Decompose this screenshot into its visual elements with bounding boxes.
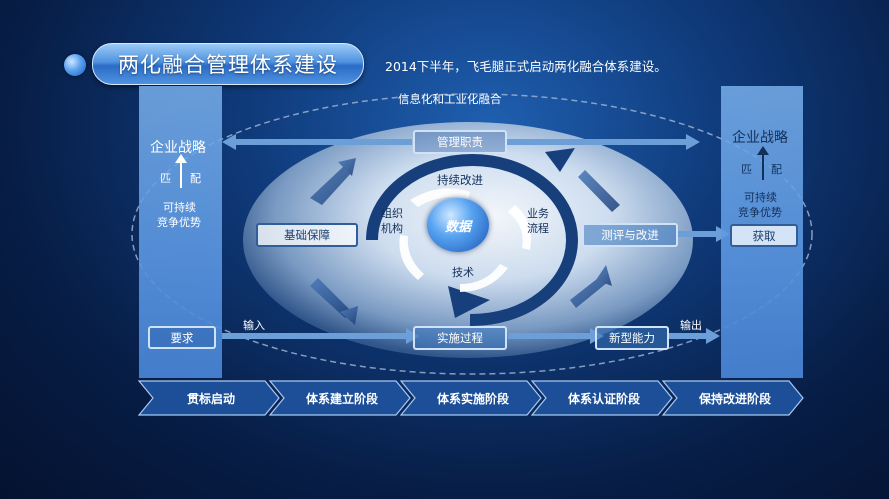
box-foundation: 基础保障 xyxy=(256,223,358,247)
input-label: 输入 xyxy=(243,319,265,332)
left-match-2: 配 xyxy=(190,172,201,185)
ring-bottom-label: 技术 xyxy=(452,266,474,279)
right-advantage-1: 可持续 xyxy=(744,191,777,204)
stage-1: 贯标启动 xyxy=(186,392,235,406)
output-label: 输出 xyxy=(680,319,702,332)
right-strategy: 企业战略 xyxy=(732,130,788,146)
right-advantage-2: 竞争优势 xyxy=(738,206,782,219)
title-bullet-icon xyxy=(64,54,86,76)
page-title: 两化融合管理体系建设 xyxy=(92,43,364,85)
box-management: 管理职责 xyxy=(413,130,507,154)
box-evaluation: 测评与改进 xyxy=(582,223,678,247)
left-advantage-2: 竞争优势 xyxy=(157,216,201,229)
outer-ellipse-label: 信息化和工业化融合 xyxy=(398,92,502,106)
left-advantage-1: 可持续 xyxy=(163,201,196,214)
stage-4: 体系认证阶段 xyxy=(567,392,640,406)
stage-2: 体系建立阶段 xyxy=(305,392,378,406)
box-implementation: 实施过程 xyxy=(413,326,507,350)
left-match-1: 匹 xyxy=(160,172,171,185)
left-strategy: 企业战略 xyxy=(150,140,206,156)
ring-top-label: 持续改进 xyxy=(437,173,483,187)
stage-5: 保持改进阶段 xyxy=(698,392,771,406)
ring-left-label-2: 机构 xyxy=(381,222,403,235)
box-capability: 新型能力 xyxy=(595,326,669,350)
left-up-arrow-icon xyxy=(175,154,187,188)
right-match-1: 匹 xyxy=(741,163,752,176)
box-acquire: 获取 xyxy=(730,224,798,247)
ring-right-label-1: 业务 xyxy=(527,207,549,220)
center-data-sphere: 数据 xyxy=(427,198,489,252)
box-requirement: 要求 xyxy=(148,326,216,349)
ring-left-label-1: 组织 xyxy=(381,207,403,220)
stage-3: 体系实施阶段 xyxy=(436,392,509,406)
right-up-arrow-icon xyxy=(757,146,769,180)
page-subtitle: 2014下半年，飞毛腿正式启动两化融合体系建设。 xyxy=(385,59,667,74)
left-column xyxy=(139,86,222,378)
right-match-2: 配 xyxy=(771,163,782,176)
ring-right-label-2: 流程 xyxy=(527,222,549,235)
